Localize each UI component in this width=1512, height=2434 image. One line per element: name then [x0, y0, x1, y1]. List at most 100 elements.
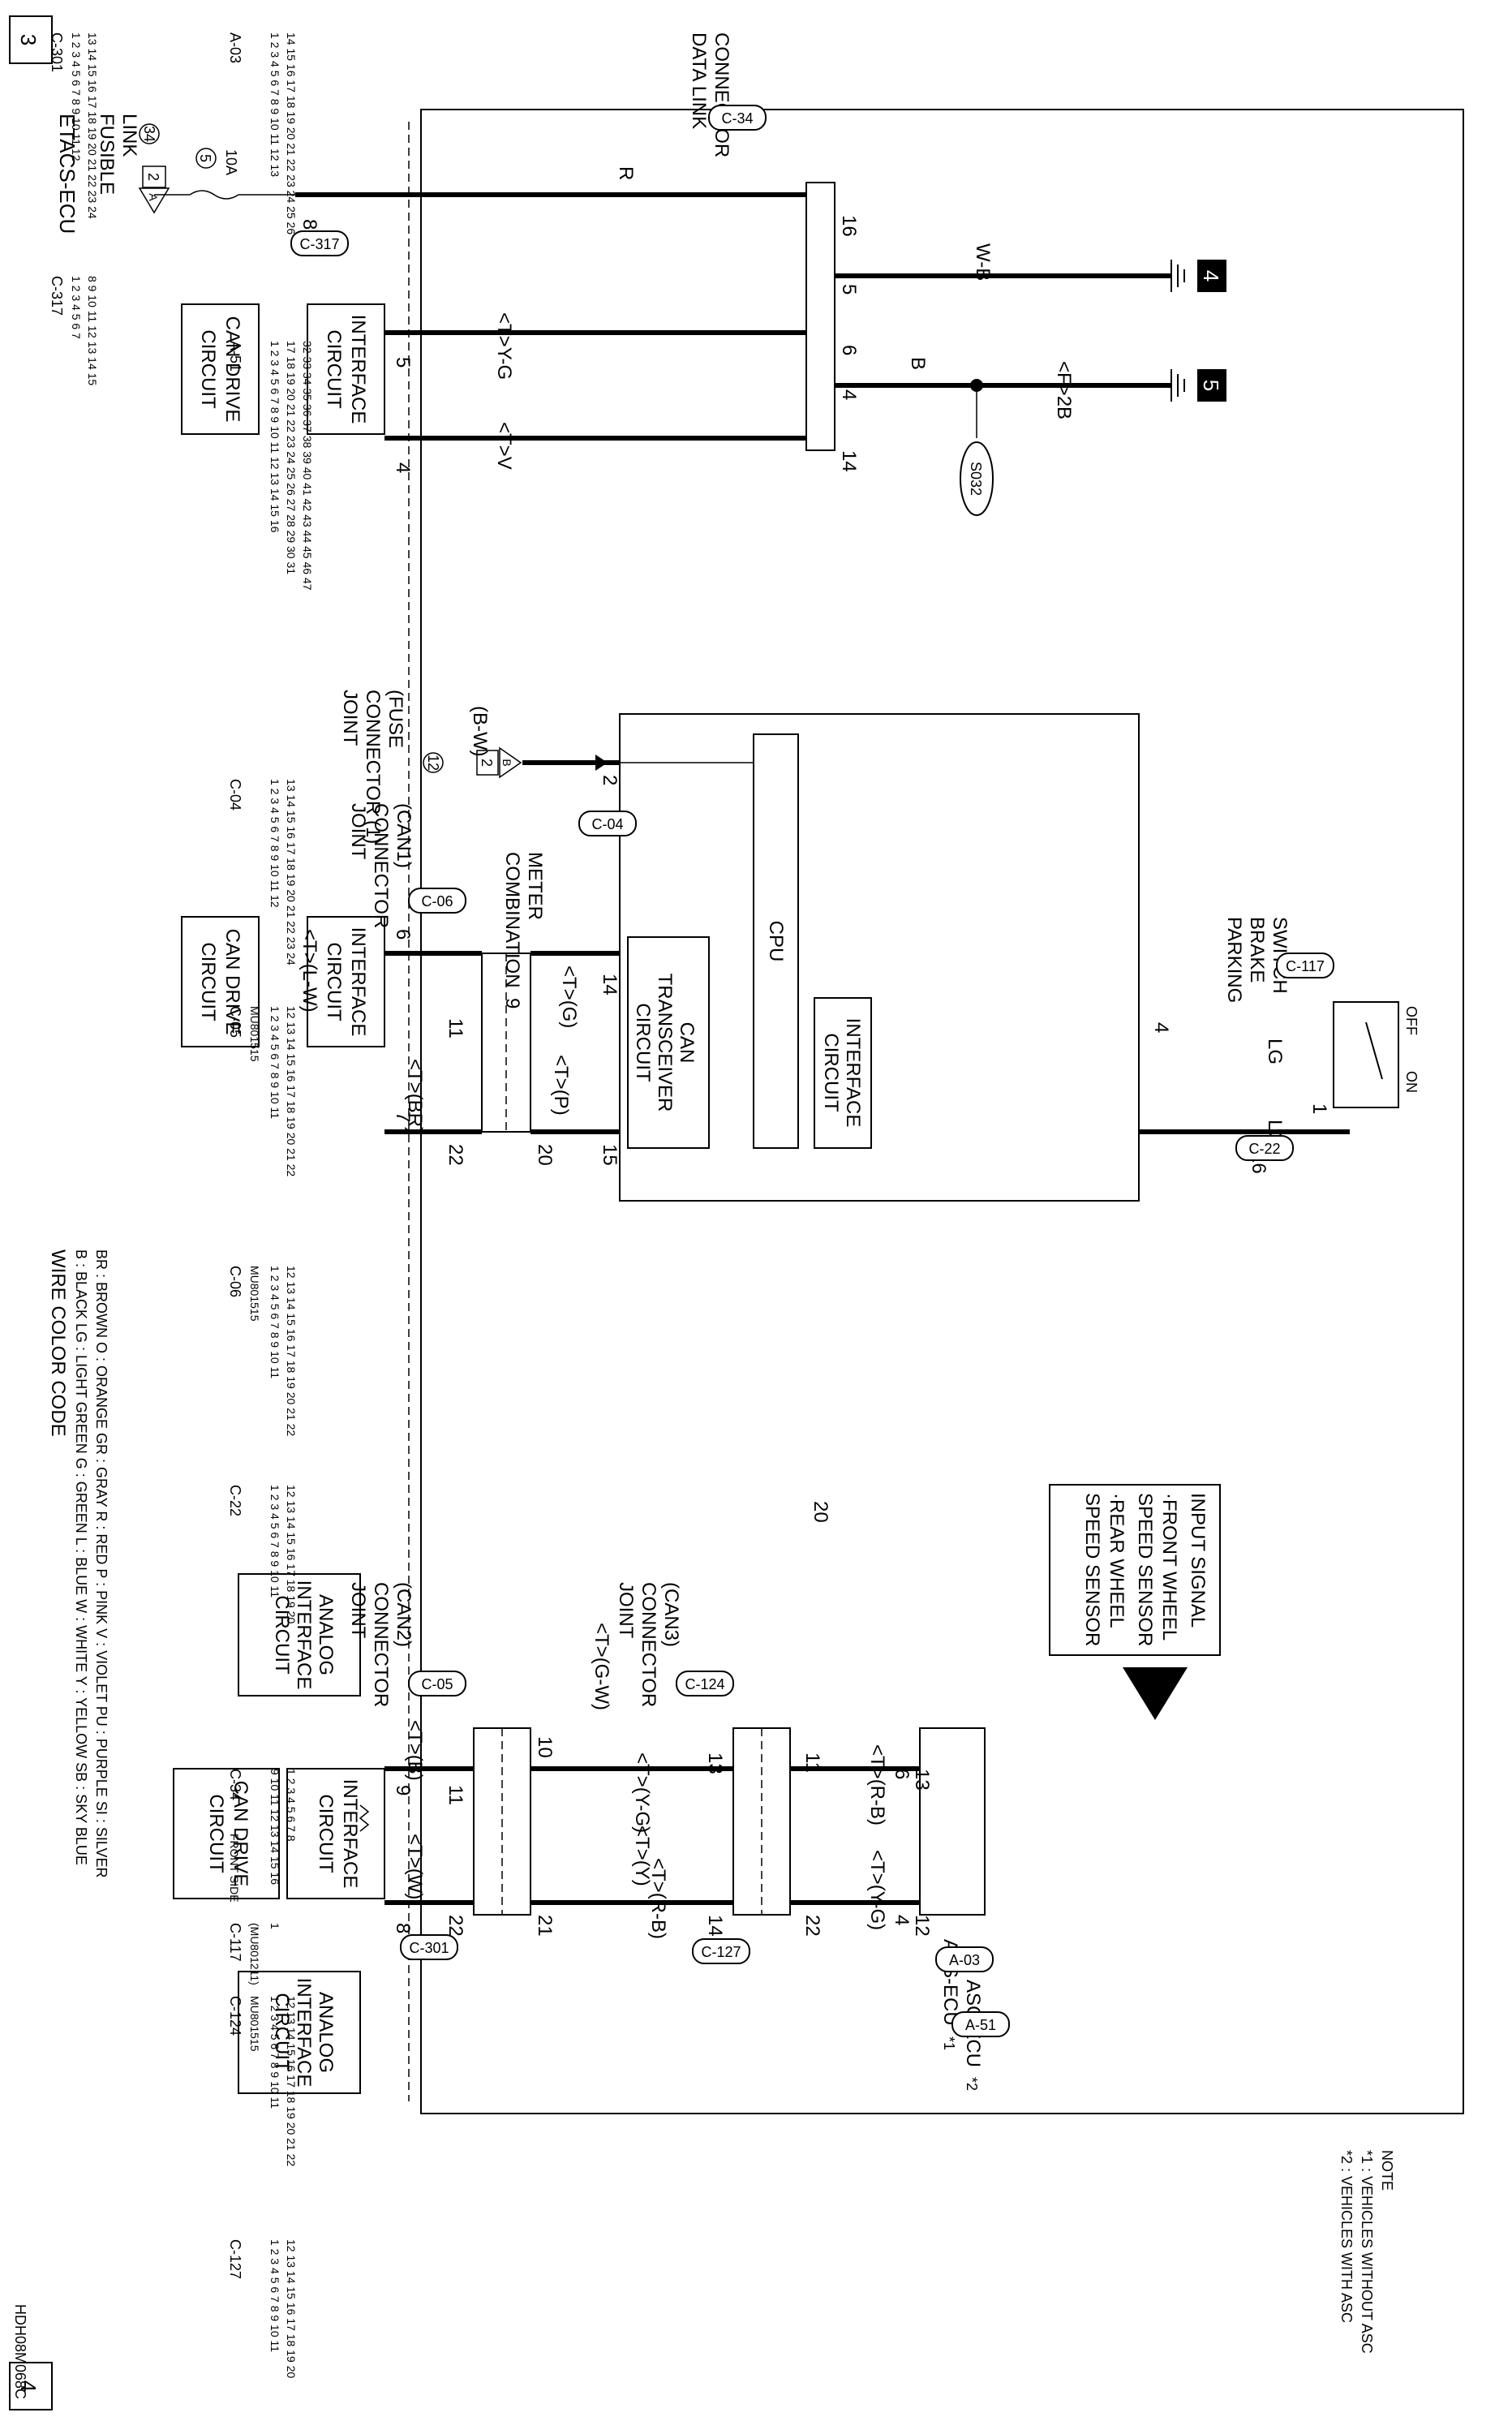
- can-transceiver-l3: CIRCUIT: [632, 1003, 654, 1082]
- can-transceiver-l2: TRANSCEIVER: [654, 974, 676, 1112]
- can2-pin-11: 11: [445, 1785, 466, 1805]
- cv-a03: A-03: [227, 32, 243, 63]
- input-arrow-icon: [1123, 1667, 1188, 1720]
- joint-can3-line3: (CAN3): [660, 1582, 682, 1647]
- wire-can3-rb-label: <T>(R-B): [866, 1744, 888, 1826]
- fusible-link-amp: 10A: [223, 149, 239, 175]
- fuse-icon: [189, 190, 239, 200]
- abs-star2: *2: [964, 2077, 980, 2091]
- wire-can3-y-label: <T>(Y): [631, 1826, 653, 1886]
- etacs-ecu-box: [420, 109, 1464, 2114]
- wire-color-row1: B : BLACK LG : LIGHT GREEN G : GREEN L :…: [73, 1249, 89, 1865]
- note-line1: *1 : VEHICLES WITHOUT ASC: [1359, 2150, 1375, 2354]
- c301-tag: [400, 1934, 458, 1960]
- wire-can2-b-label: <T>(B): [404, 1720, 426, 1781]
- cv-c124-pins-b: 12 13 14 15 16 17 18 19 20 21 22: [285, 1996, 298, 2166]
- wire-p-label: <T>(P): [550, 1055, 572, 1116]
- data-link-line1: DATA LINK: [688, 32, 710, 129]
- note-title: NOTE: [1379, 2150, 1395, 2191]
- cv-c117-mu: (MU801211): [248, 1923, 261, 1985]
- cv-c22: C-22: [227, 1485, 243, 1516]
- a03-tag-label: A-03: [949, 1952, 980, 1968]
- cv-c301: C-301: [49, 32, 65, 72]
- cv-c317-pins-b: 8 9 10 11 12 13 14 15: [86, 276, 99, 385]
- c22-tag: [1235, 1135, 1294, 1161]
- cv-c04: C-04: [227, 779, 243, 811]
- joint-can2-line2: CONNECTOR: [370, 1582, 392, 1707]
- analog1-l3: CIRCUIT: [271, 1595, 293, 1675]
- page-start-number: 3: [16, 34, 41, 45]
- can-transceiver-box: [627, 936, 710, 1149]
- cv-front-side: FRONT SIDE: [228, 1834, 241, 1903]
- fusible-link-tri: 2: [145, 173, 161, 181]
- joint1-tri-box: [476, 750, 499, 776]
- etacs-interface-box-2: [307, 916, 385, 1047]
- cv-c127-pins-b: 12 13 14 15 16 17 18 19 20: [285, 2239, 298, 2378]
- cv-c22-pins-a: 1 2 3 4 5 6 7 8 9 10 11: [268, 1485, 281, 1598]
- wire-g-label: <T>(G): [558, 965, 580, 1028]
- fusible-link-line1: FUSIBLE: [96, 114, 118, 195]
- joint-can2-line1: JOINT: [347, 1582, 369, 1639]
- wire-f2b-label: <F>2B: [1053, 361, 1075, 419]
- analog-interface-box-2: [238, 1971, 361, 2094]
- fusible-link-num: 34: [141, 126, 157, 142]
- etacs-can-drive2-l1: CAN DRIVE: [221, 929, 243, 1035]
- page-start-box: [9, 15, 53, 64]
- meter-pin-4: 4: [1150, 1022, 1172, 1033]
- meter-interface-l2: CIRCUIT: [820, 1033, 842, 1112]
- diagram-code: HDH08M068C: [12, 2304, 28, 2399]
- cv-c124-pins-a: 1 2 3 4 5 6 7 8 9 10 11: [268, 1996, 281, 2109]
- fusible-link-circle: [195, 148, 217, 169]
- c117-tag: [1276, 953, 1334, 978]
- ground4-number: 4: [1199, 270, 1223, 282]
- data-link-line2: CONNECTOR: [711, 32, 732, 157]
- cv-c301-pins-a: 1 2 3 4 5 6 7 8 9 10 11 12: [70, 32, 83, 161]
- analog-interface-box-1: [238, 1573, 361, 1696]
- dlc-pin-4: 4: [838, 389, 860, 400]
- joint1-fuse-circle: [423, 752, 444, 773]
- cv-c34-pins-b: 1 2 3 4 5 6 7 8: [285, 1769, 298, 1842]
- cv-c06-pins-b: 12 13 14 15 16 17 18 19 20 21 22: [285, 1266, 298, 1436]
- etacs-can-drive-box-3: [173, 1768, 280, 1899]
- cv-c34: C-34: [227, 1769, 243, 1800]
- can1-pin-9: 9: [501, 998, 523, 1008]
- etacs-interface-box: [307, 303, 385, 435]
- fusible-link-triangle-icon: [138, 187, 170, 214]
- dlc-pin-16: 16: [838, 215, 860, 237]
- etacs-can-drive-l2: CIRCUIT: [197, 329, 219, 409]
- can1-pin-22: 22: [445, 1144, 466, 1166]
- input-signal-l3: SPEED SENSOR: [1134, 1493, 1156, 1646]
- fusible-link-tri-sub: A: [147, 193, 160, 201]
- ground5-number: 5: [1199, 380, 1223, 391]
- etacs-can-drive2-l2: CIRCUIT: [197, 942, 219, 1021]
- cv-c301-pins-b: 13 14 15 16 17 18 19 20 21 22 23 24: [86, 32, 99, 219]
- cv-c127: C-127: [227, 2239, 243, 2279]
- switch-icon: [1365, 1021, 1383, 1080]
- wire-lw-label: <T>(L-W): [299, 929, 320, 1013]
- cv-c317: C-317: [49, 276, 65, 316]
- parking-line1: PARKING: [1223, 917, 1245, 1003]
- cv-c05-mu: MU801515: [248, 1006, 261, 1062]
- c06-tag: [408, 888, 466, 914]
- data-link-connector-box: [805, 182, 835, 451]
- can1-pin-20: 20: [534, 1144, 556, 1166]
- cv-c06-mu: MU801515: [248, 1266, 261, 1322]
- wire-v-label: <T>V: [493, 422, 515, 470]
- fusible-link-line2: LINK: [118, 114, 140, 157]
- etacs-can-drive-box: [181, 303, 260, 435]
- parking-line2: BRAKE: [1246, 917, 1268, 983]
- analog2-l3: CIRCUIT: [271, 1993, 293, 2072]
- etacs-pin-6: 6: [392, 929, 414, 940]
- etacs-interface-box-3: [286, 1768, 385, 1899]
- c04-tag-label: C-04: [591, 816, 623, 832]
- resistor-icon: [359, 1804, 370, 1832]
- wire-lg-label-1: LG: [1264, 1039, 1286, 1064]
- fusible-link-tri-box: [142, 166, 166, 188]
- joint1-tri-sub: B: [500, 759, 513, 766]
- cv-a03-pins-a: 1 2 3 4 5 6 7 8 9 10 11 12 13: [268, 32, 281, 177]
- analog2-l2: INTERFACE: [293, 1978, 315, 2088]
- abs-pin-a2: 13: [911, 1769, 933, 1791]
- note-line2: *2 : VEHICLES WITH ASC: [1338, 2150, 1355, 2323]
- joint-can3-line1: JOINT: [615, 1582, 637, 1639]
